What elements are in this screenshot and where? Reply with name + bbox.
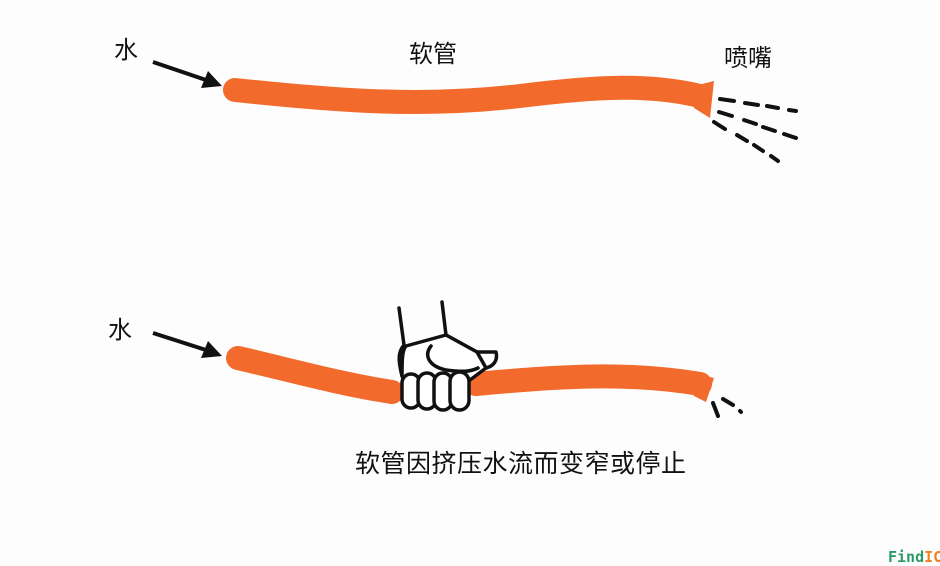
top-water-arrow-icon <box>152 60 222 88</box>
watermark-part1: Find <box>888 548 925 566</box>
top-water-spray-icon <box>712 97 798 163</box>
squeeze-caption: 软管因挤压水流而变窄或停止 <box>355 449 687 478</box>
bottom-water-drip-icon <box>711 397 743 418</box>
top-water-label: 水 <box>114 36 138 64</box>
watermark-logo: FindIC <box>888 550 940 565</box>
watermark-part2: IC <box>924 548 940 566</box>
hose-label: 软管 <box>409 40 457 68</box>
bottom-hose-icon <box>226 346 714 404</box>
hand-squeeze-icon <box>397 300 499 412</box>
top-hose-icon <box>223 75 714 118</box>
bottom-water-arrow-icon <box>152 331 222 358</box>
nozzle-label: 喷嘴 <box>724 44 772 72</box>
bottom-water-label: 水 <box>108 316 132 344</box>
